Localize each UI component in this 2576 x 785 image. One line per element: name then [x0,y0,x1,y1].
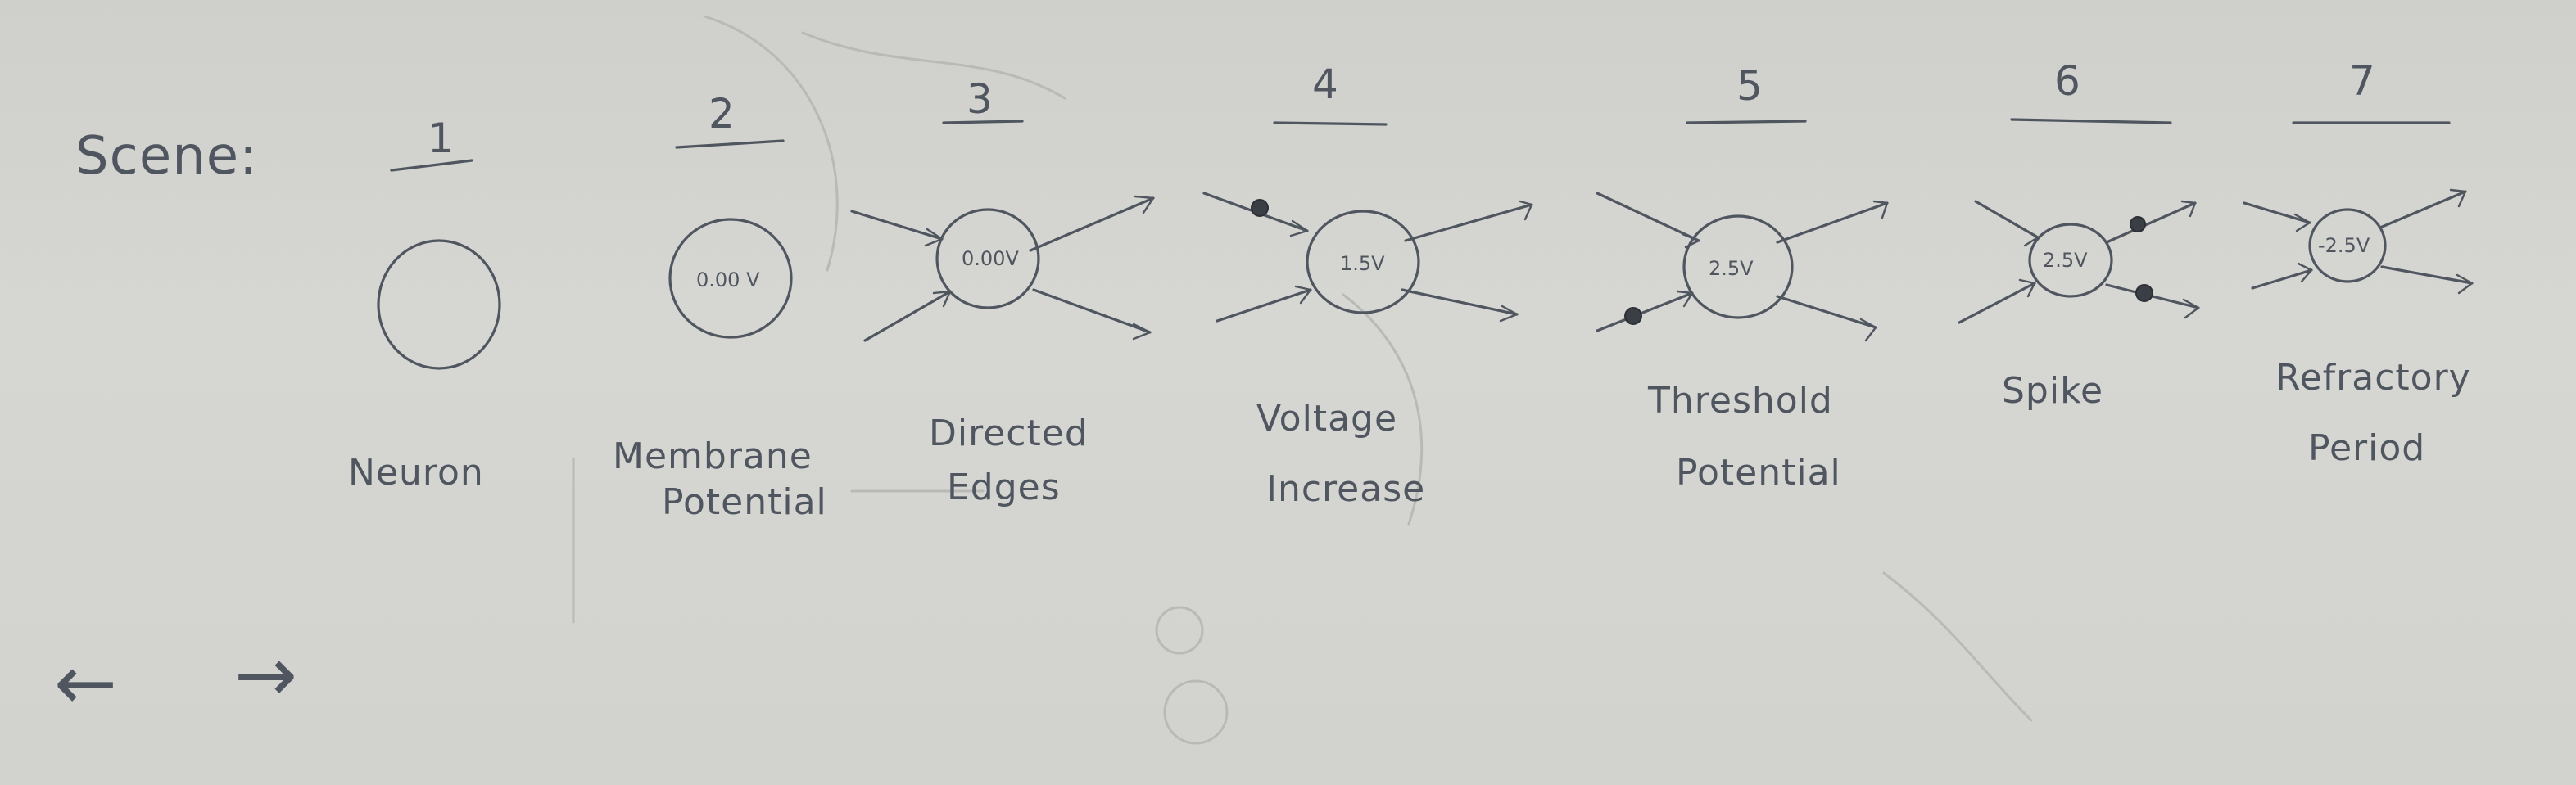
scene-7[interactable]: 7 -2.5V Refractory Period [2243,57,2474,469]
scene-4-underline [1273,121,1388,126]
scene-2[interactable]: 2 0.00 V Membrane Potential [613,90,827,523]
scene-6[interactable]: 6 2.5V Spike [1958,57,2200,412]
scene-3-label-line-2: Edges [947,467,1061,508]
scene-5-label-line-1: Threshold [1647,380,1833,422]
scene-6-incoming-edges [1958,200,2040,324]
scene-3[interactable]: 3 0.00V Directed Edges [850,75,1155,508]
scene-heading: Scene: [75,126,258,187]
scene-4[interactable]: 4 1.5V Voltage Increase [1202,61,1533,510]
scene-5-neuron-circle [1682,214,1794,319]
scene-4-signal-dot [1251,199,1269,217]
scene-4-label-line-2: Increase [1266,468,1425,510]
scene-5-number: 5 [1736,62,1763,110]
scene-7-voltage: -2.5V [2318,234,2370,257]
scene-4-outgoing-edges [1401,200,1533,323]
scene-2-label-line-2: Potential [662,481,827,523]
scene-2-underline [675,139,785,149]
scene-1-label-line-1: Neuron [348,452,484,494]
scene-7-neuron-circle [2308,208,2387,283]
scene-7-label-line-1: Refractory [2275,357,2471,399]
scene-3-number: 3 [967,75,993,123]
erased-marks [572,15,2033,745]
scene-4-label-line-1: Voltage [1256,398,1397,440]
scene-3-outgoing-edges [1029,195,1155,341]
scene-2-voltage: 0.00 V [696,268,760,291]
scene-4-voltage: 1.5V [1340,252,1385,275]
scene-6-outgoing-edges [2105,200,2200,319]
scene-3-label-line-1: Directed [929,413,1089,454]
scene-7-number: 7 [2349,57,2375,105]
scene-6-voltage: 2.5V [2043,249,2088,272]
scene-7-outgoing-edges [2379,188,2474,295]
scene-4-number: 4 [1312,61,1338,108]
scene-5[interactable]: 5 2.5V Threshold Potential [1596,62,1889,494]
scene-5-incoming-edges [1596,192,1700,332]
scene-3-neuron-circle [935,208,1040,309]
scene-6-neuron-circle [2028,223,2113,298]
scene-1-neuron-circle [377,239,501,370]
scene-3-voltage: 0.00V [962,247,1019,270]
scene-5-outgoing-edges [1776,200,1889,342]
scene-5-voltage: 2.5V [1709,257,1754,280]
next-arrow-icon[interactable]: → [234,631,297,719]
scene-1-underline [390,159,473,172]
prev-arrow-icon[interactable]: ← [54,639,117,727]
scene-3-incoming-edges [850,210,952,342]
scene-6-spike-dot-lower [2135,284,2153,302]
scene-6-label-line-1: Spike [2002,370,2103,412]
scene-7-label-line-2: Period [2308,427,2425,469]
scene-1-number: 1 [428,115,454,162]
scene-4-neuron-circle [1306,210,1420,314]
scene-6-underline [2010,118,2172,124]
scene-4-incoming-edges [1202,192,1312,323]
scene-6-spike-dot-upper [2130,216,2146,232]
scene-5-signal-dot [1624,307,1642,325]
scene-7-incoming-edges [2243,201,2313,290]
scene-2-number: 2 [709,90,735,138]
scene-1[interactable]: 1 Neuron [348,115,501,494]
scene-2-neuron-circle [668,218,793,339]
scene-3-underline [942,120,1024,124]
scene-2-label-line-1: Membrane [613,435,813,477]
scene-5-underline [1686,120,1807,124]
scene-5-label-line-2: Potential [1676,452,1841,494]
scene-6-number: 6 [2054,57,2080,105]
